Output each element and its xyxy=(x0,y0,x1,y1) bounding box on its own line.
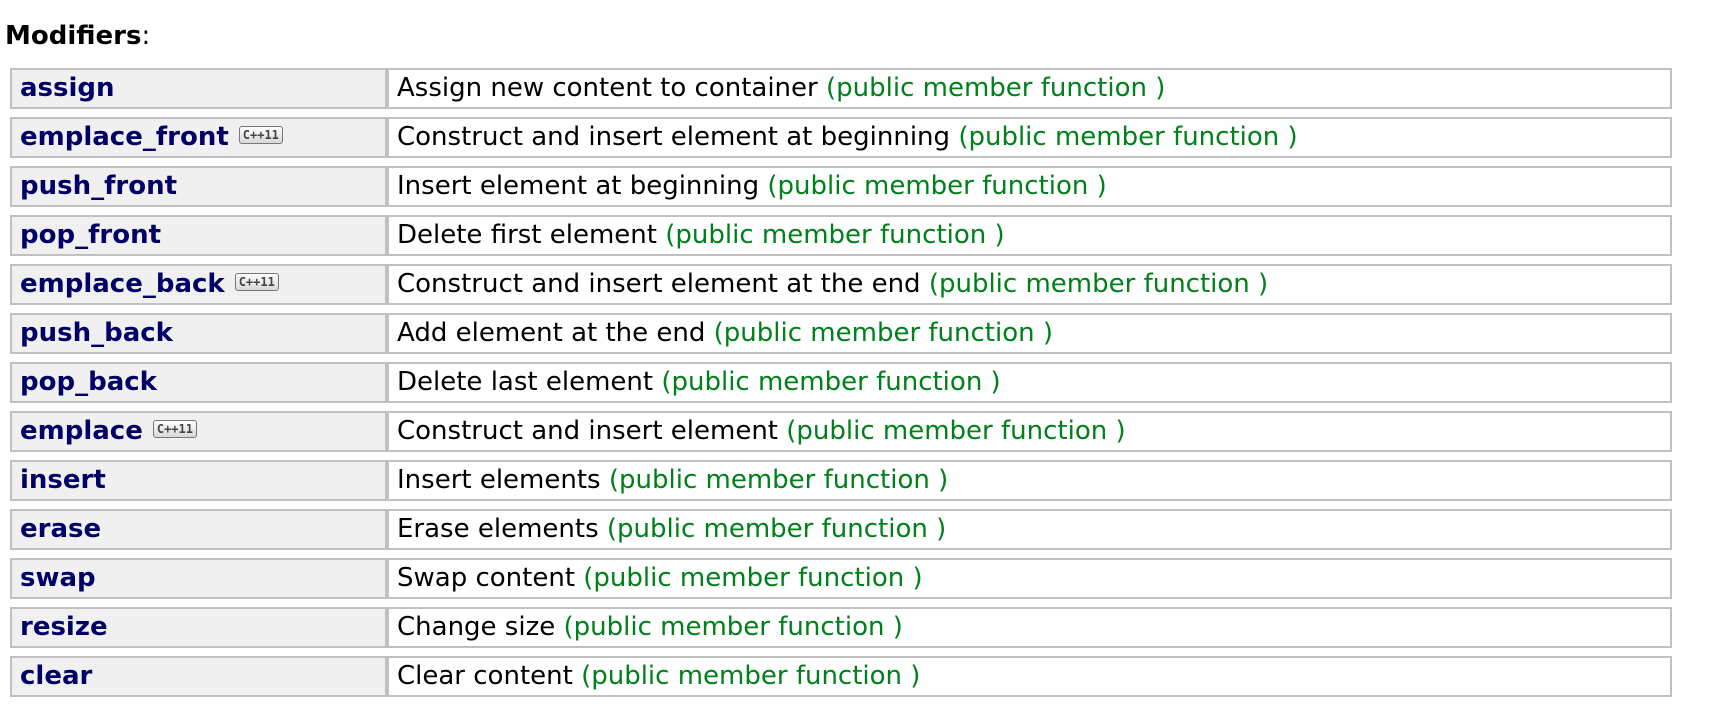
member-kind-label: (public member function ) xyxy=(608,465,949,495)
member-description-cell: Construct and insert element at the end … xyxy=(387,264,1672,305)
section-title: Modifiers: xyxy=(5,20,150,52)
table-row-emplace-back: emplace_back C++11 Construct and insert el… xyxy=(10,264,1672,305)
modifiers-table: assign Assign new content to container (p… xyxy=(10,60,1672,705)
member-description: Swap content xyxy=(397,563,576,593)
member-description: Delete first element xyxy=(397,220,657,250)
member-link-emplace[interactable]: emplace xyxy=(20,416,143,446)
member-link-emplace-front[interactable]: emplace_front xyxy=(20,122,229,152)
member-kind-label: (public member function ) xyxy=(581,661,921,691)
table-row-emplace: emplace C++11 Construct and insert element… xyxy=(10,411,1672,452)
section-title-colon: : xyxy=(141,21,151,51)
member-kind-label: (public member function ) xyxy=(826,73,1166,103)
member-name-cell: resize xyxy=(10,607,387,648)
member-description: Add element at the end xyxy=(397,318,706,348)
member-kind-label: (public member function ) xyxy=(563,612,903,642)
member-link-assign[interactable]: assign xyxy=(20,73,115,103)
table-row-clear: clear Clear content (public member functi… xyxy=(10,656,1672,697)
member-link-swap[interactable]: swap xyxy=(20,563,96,593)
member-description-cell: Delete last element (public member funct… xyxy=(387,362,1672,403)
member-description-cell: Insert elements (public member function … xyxy=(387,460,1672,501)
member-description-cell: Swap content (public member function ) xyxy=(387,558,1672,599)
table-row-pop-back: pop_back Delete last element (public memb… xyxy=(10,362,1672,403)
table-row-emplace-front: emplace_front C++11 Construct and insert e… xyxy=(10,117,1672,158)
cpp11-badge-icon[interactable]: C++11 xyxy=(234,273,279,291)
table-row-pop-front: pop_front Delete first element (public me… xyxy=(10,215,1672,256)
member-link-emplace-back[interactable]: emplace_back xyxy=(20,269,225,299)
member-kind-label: (public member function ) xyxy=(713,318,1054,348)
member-kind-label: (public member function ) xyxy=(661,367,1001,397)
member-description-cell: Erase elements (public member function ) xyxy=(387,509,1672,550)
cpp11-badge-icon[interactable]: C++11 xyxy=(152,420,197,438)
table-row-assign: assign Assign new content to container (p… xyxy=(10,68,1672,109)
member-link-pop-back[interactable]: pop_back xyxy=(20,367,157,397)
member-name-cell: clear xyxy=(10,656,387,697)
member-description-cell: Construct and insert element (public mem… xyxy=(387,411,1672,452)
member-link-push-front[interactable]: push_front xyxy=(20,171,178,201)
member-description-cell: Construct and insert element at beginnin… xyxy=(387,117,1672,158)
member-kind-label: (public member function ) xyxy=(665,220,1005,250)
table-row-erase: erase Erase elements (public member funct… xyxy=(10,509,1672,550)
member-kind-label: (public member function ) xyxy=(786,416,1126,446)
member-description: Assign new content to container xyxy=(397,73,818,103)
member-description: Change size xyxy=(397,612,556,642)
member-description: Construct and insert element at the end xyxy=(397,269,921,299)
table-row-push-front: push_front Insert element at beginning (p… xyxy=(10,166,1672,207)
member-kind-label: (public member function ) xyxy=(583,563,923,593)
member-description-cell: Change size (public member function ) xyxy=(387,607,1672,648)
member-name-cell: assign xyxy=(10,68,387,109)
member-description: Construct and insert element xyxy=(397,416,778,446)
member-description: Clear content xyxy=(397,661,573,691)
member-description-cell: Add element at the end (public member fu… xyxy=(387,313,1672,354)
member-description-cell: Assign new content to container (public … xyxy=(387,68,1672,109)
member-name-cell: emplace C++11 xyxy=(10,411,387,452)
member-name-cell: pop_back xyxy=(10,362,387,403)
modifiers-table-body: assign Assign new content to container (p… xyxy=(10,68,1672,697)
member-name-cell: emplace_back C++11 xyxy=(10,264,387,305)
member-name-cell: push_front xyxy=(10,166,387,207)
member-link-push-back[interactable]: push_back xyxy=(20,318,173,348)
member-kind-label: (public member function ) xyxy=(958,122,1298,152)
table-row-insert: insert Insert elements (public member fun… xyxy=(10,460,1672,501)
member-description-cell: Insert element at beginning (public memb… xyxy=(387,166,1672,207)
table-row-push-back: push_back Add element at the end (public … xyxy=(10,313,1672,354)
member-name-cell: erase xyxy=(10,509,387,550)
member-description: Insert element at beginning xyxy=(397,171,760,201)
member-description-cell: Clear content (public member function ) xyxy=(387,656,1672,697)
member-description-cell: Delete first element (public member func… xyxy=(387,215,1672,256)
member-link-insert[interactable]: insert xyxy=(20,465,106,495)
table-row-resize: resize Change size (public member functio… xyxy=(10,607,1672,648)
member-name-cell: pop_front xyxy=(10,215,387,256)
member-name-cell: insert xyxy=(10,460,387,501)
member-name-cell: swap xyxy=(10,558,387,599)
section-title-text: Modifiers xyxy=(5,21,142,51)
member-kind-label: (public member function ) xyxy=(767,171,1107,201)
table-row-swap: swap Swap content (public member function… xyxy=(10,558,1672,599)
member-description: Construct and insert element at beginnin… xyxy=(397,122,951,152)
member-description: Delete last element xyxy=(397,367,654,397)
member-description: Insert elements xyxy=(397,465,601,495)
cpp11-badge-icon[interactable]: C++11 xyxy=(238,126,283,144)
member-kind-label: (public member function ) xyxy=(606,514,947,544)
member-name-cell: emplace_front C++11 xyxy=(10,117,387,158)
member-link-resize[interactable]: resize xyxy=(20,612,108,642)
member-link-pop-front[interactable]: pop_front xyxy=(20,220,162,250)
member-name-cell: push_back xyxy=(10,313,387,354)
member-link-clear[interactable]: clear xyxy=(20,661,93,691)
member-description: Erase elements xyxy=(397,514,599,544)
member-kind-label: (public member function ) xyxy=(928,269,1269,299)
member-link-erase[interactable]: erase xyxy=(20,514,102,544)
